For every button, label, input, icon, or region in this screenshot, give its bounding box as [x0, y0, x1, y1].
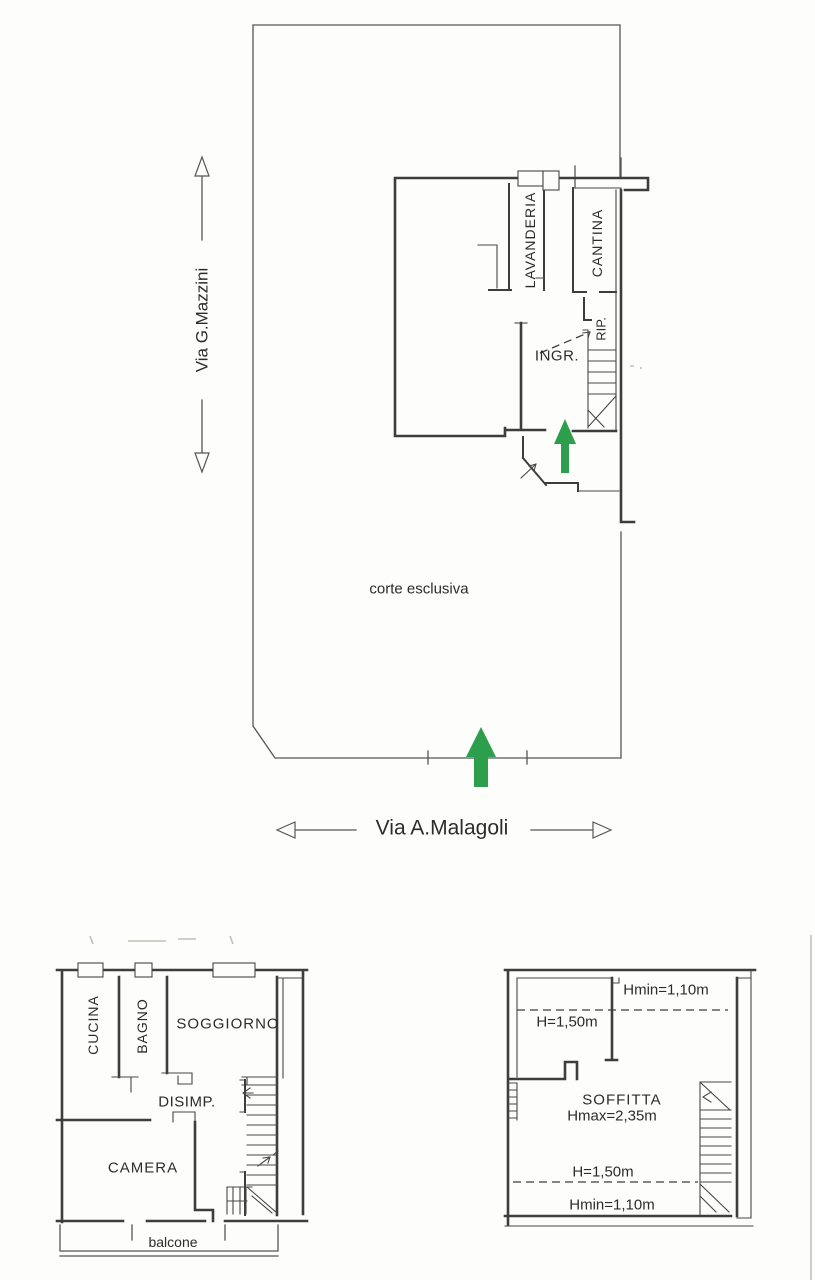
height-label-h150-lower: H=1,50m: [572, 1163, 634, 1181]
balcony-outline: [59, 1224, 279, 1257]
room-label-storage: RIP.: [593, 317, 609, 341]
entry-arrow-small: [554, 419, 576, 473]
room-label-kitchen: CUCINA: [85, 995, 101, 1055]
staircase-apartment: [226, 1079, 279, 1216]
room-label-bedroom: CAMERA: [107, 1159, 179, 1177]
street-label-mazzini: Via G.Mazzini: [192, 267, 212, 373]
street-arrow-malagoli: [275, 821, 613, 839]
staircase-site: [582, 329, 617, 429]
room-label-laundry: LAVANDERIA: [522, 191, 538, 289]
height-label-h150-upper: H=1,50m: [536, 1013, 598, 1031]
stair-direction-dashes: [539, 331, 591, 354]
window: [212, 962, 256, 978]
room-label-entrance: INGR.: [534, 347, 580, 365]
window: [77, 962, 104, 978]
window: [517, 170, 544, 187]
room-label-bathroom: BAGNO: [134, 998, 150, 1054]
courtyard-label: corte esclusiva: [369, 580, 469, 598]
staircase-attic: [699, 1081, 732, 1216]
room-label-hallway: DISIMP.: [158, 1093, 216, 1111]
room-label-balcony: balcone: [148, 1234, 198, 1250]
attic-plan-drawing: [503, 968, 757, 1227]
room-label-living: SOGGIORNO: [176, 1015, 280, 1033]
street-label-malagoli: Via A.Malagoli: [375, 816, 509, 840]
entry-arrow-large: [466, 727, 496, 787]
street-arrow-mazzini: [194, 155, 210, 474]
window: [134, 962, 153, 978]
height-label-hmax: Hmax=2,35m: [567, 1107, 657, 1125]
apartment-plan-drawing: [55, 935, 309, 1257]
height-label-hmin-lower: Hmin=1,10m: [569, 1196, 655, 1214]
room-label-cellar: CANTINA: [589, 208, 605, 278]
ladder: [507, 1082, 518, 1121]
site-plan-drawing: [194, 24, 650, 839]
entrance-porch: [520, 436, 620, 492]
window: [542, 170, 560, 191]
room-label-attic: SOFFITTA: [582, 1091, 662, 1109]
height-label-hmin-upper: Hmin=1,10m: [623, 981, 709, 999]
